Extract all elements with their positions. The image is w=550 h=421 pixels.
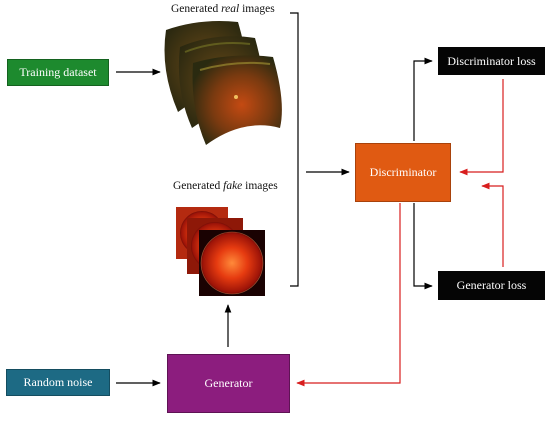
feedback-disc-loss-to-discriminator	[459, 79, 504, 176]
real-image-front	[192, 55, 282, 145]
training-dataset-box: Training dataset	[7, 59, 109, 86]
feedback-discriminator-to-generator	[296, 203, 401, 387]
discriminator-box: Discriminator	[355, 143, 451, 202]
fake-images-caption: Generated fake images	[173, 180, 278, 192]
image-group-bracket	[290, 12, 299, 287]
real-images-caption: Generated real images	[171, 3, 275, 15]
feedback-gen-loss-to-discriminator	[481, 182, 504, 267]
generated-fake-images	[176, 207, 265, 296]
discriminator-loss-box: Discriminator loss	[438, 47, 545, 75]
random-noise-box: Random noise	[6, 369, 110, 396]
generator-loss-box: Generator loss	[438, 271, 545, 300]
generated-real-images	[164, 21, 282, 145]
arrow-discriminator-to-disc-loss	[413, 57, 433, 141]
generator-box: Generator	[167, 354, 290, 413]
arrow-discriminator-to-gen-loss	[413, 203, 433, 290]
